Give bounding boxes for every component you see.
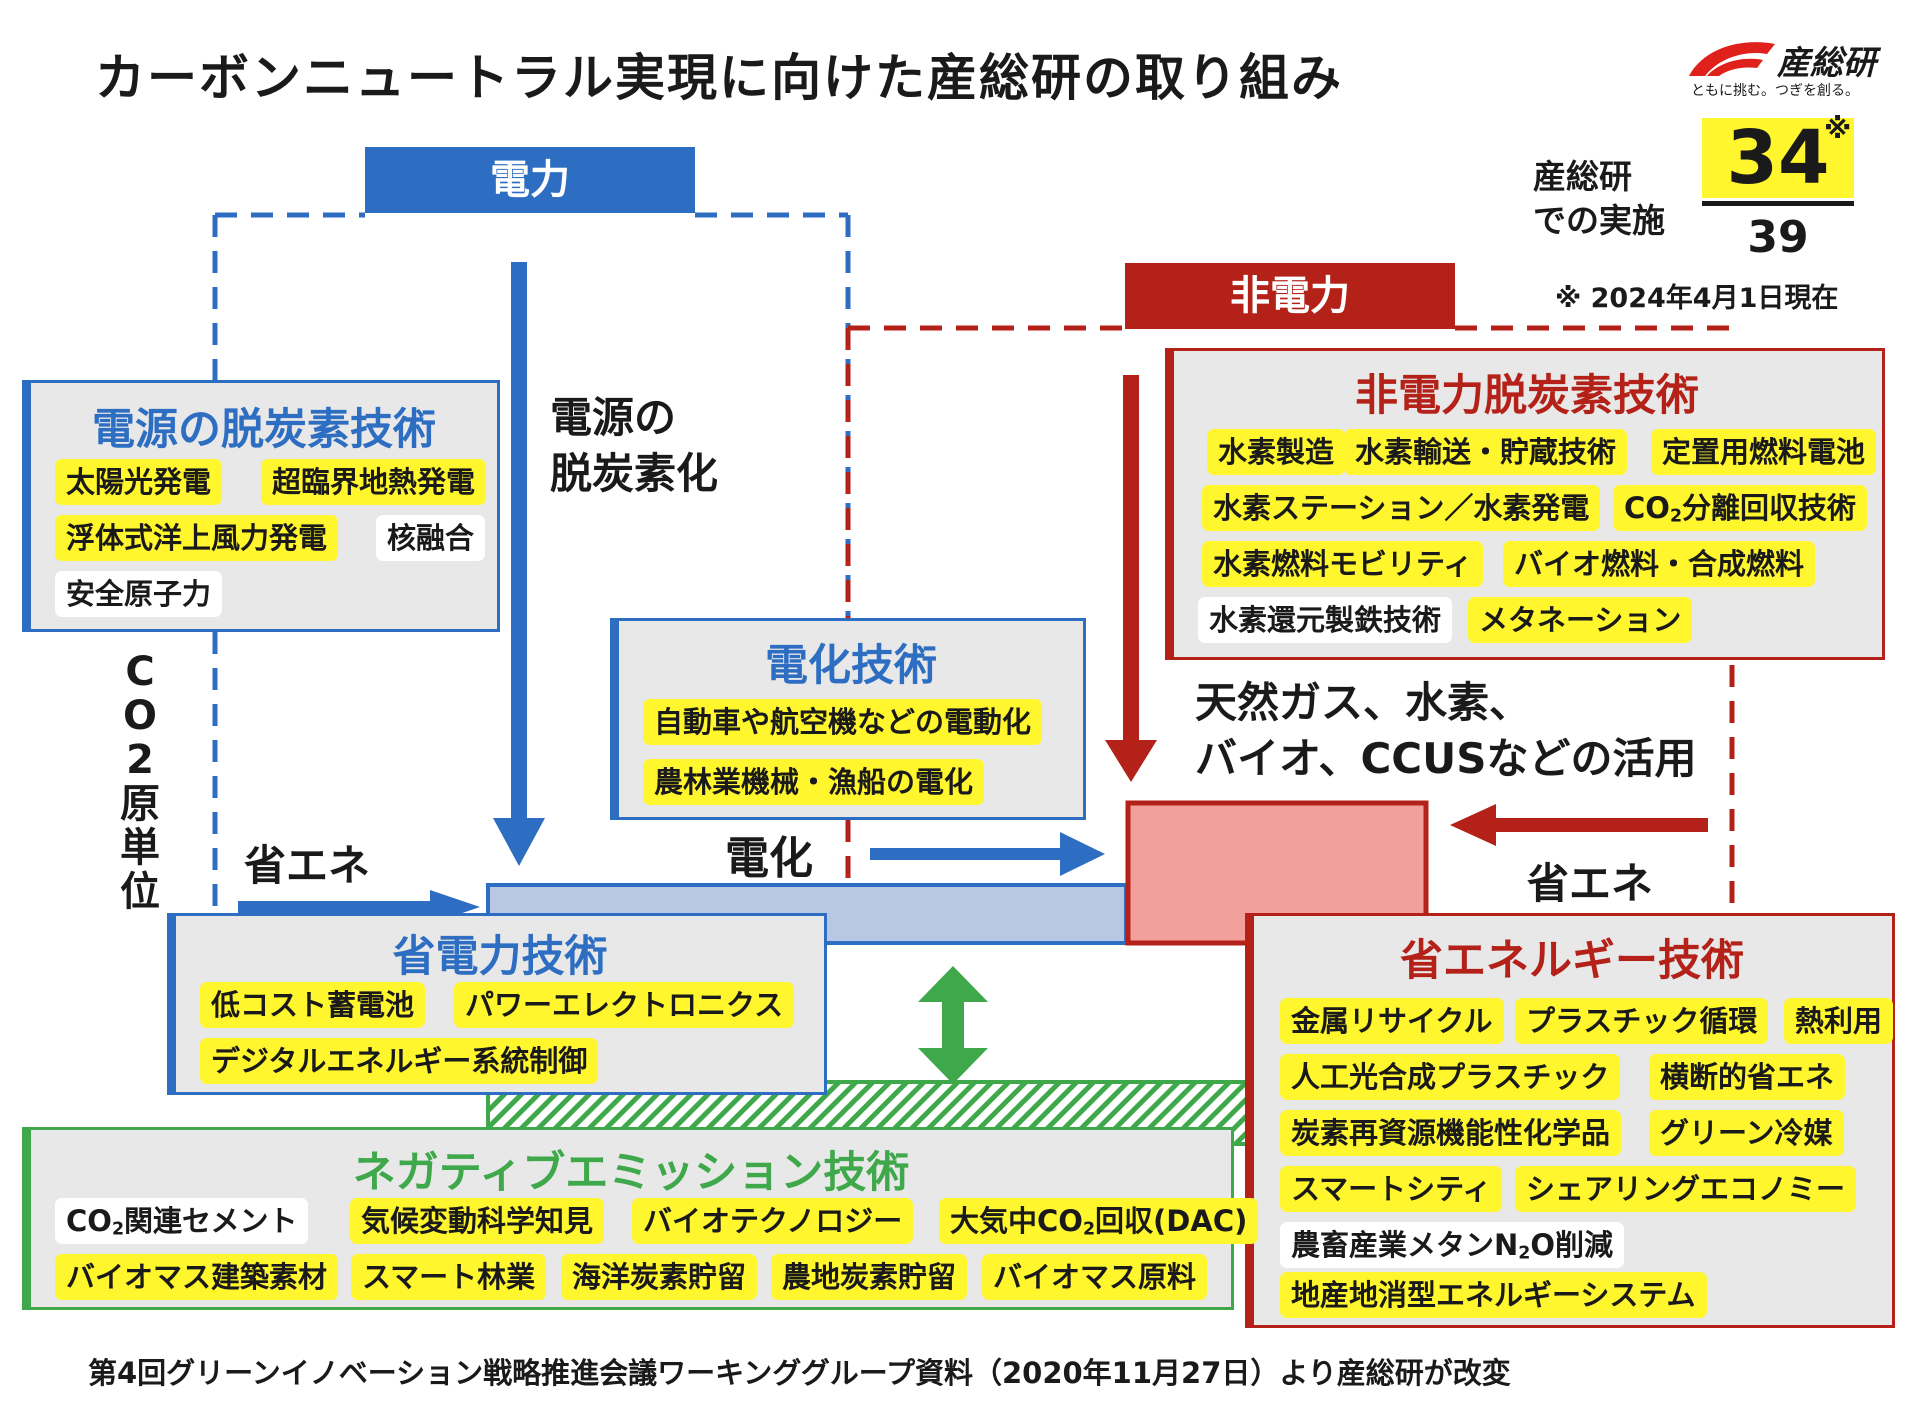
tech-chip: CO2関連セメント <box>55 1198 309 1244</box>
box-title: 省エネルギー技術 <box>1400 936 1744 986</box>
logo-mark-icon <box>1689 42 1775 76</box>
tech-chip: 太陽光発電 <box>55 459 223 505</box>
energy-saving-tech-box: 省エネルギー技術 金属リサイクル プラスチック循環 熱利用 人工光合成プラスチッ… <box>1245 913 1895 1328</box>
non-electric-decarbonization-box: 非電力脱炭素技術 水素製造 水素輸送・貯蔵技術 定置用燃料電池 水素ステーション… <box>1165 348 1885 660</box>
tech-chip: 農畜産業メタンN2O削減 <box>1280 1222 1625 1268</box>
co2-intensity-label: C O 2 原 単 位 <box>120 649 160 915</box>
tech-chip: 大気中CO2回収(DAC) <box>939 1198 1259 1244</box>
tech-chip: 核融合 <box>376 515 486 561</box>
logo-tagline: ともに挑む。つぎを創る。 <box>1691 83 1859 99</box>
box-title: 電化技術 <box>765 641 937 691</box>
tech-chip: バイオ燃料・合成燃料 <box>1503 541 1816 587</box>
tech-chip: バイオテクノロジー <box>632 1198 914 1244</box>
tech-chip: メタネーション <box>1468 597 1693 643</box>
tech-chip: 水素輸送・貯蔵技術 <box>1344 429 1628 475</box>
tech-chip: バイオマス原料 <box>982 1254 1208 1300</box>
tech-chip: 水素燃料モビリティ <box>1202 541 1484 587</box>
energy-saving-right-arrow <box>1450 804 1708 846</box>
electrification-label: 電化 <box>725 833 813 884</box>
tech-chip: グリーン冷媒 <box>1649 1110 1844 1156</box>
electrification-arrow <box>870 832 1105 876</box>
tech-chip: デジタルエネルギー系統制御 <box>200 1038 599 1084</box>
tech-chip: スマート林業 <box>351 1254 547 1300</box>
tech-chip: シェアリングエコノミー <box>1515 1166 1857 1212</box>
tech-chip: 安全原子力 <box>55 571 223 617</box>
power-saving-tech-box: 省電力技術 低コスト蓄電池 パワーエレクトロニクス デジタルエネルギー系統制御 <box>167 913 827 1095</box>
box-title: 電源の脱炭素技術 <box>92 405 436 455</box>
logo-name: 産総研 <box>1777 43 1876 82</box>
box-title: 非電力脱炭素技術 <box>1355 371 1699 421</box>
offset-double-arrow <box>918 966 988 1084</box>
stat-label: 産総研 での実施 <box>1533 157 1665 240</box>
tech-chip: 人工光合成プラスチック <box>1280 1054 1621 1100</box>
tech-chip: プラスチック循環 <box>1515 998 1769 1044</box>
tech-chip: 低コスト蓄電池 <box>200 982 426 1028</box>
tech-chip: 農林業機械・漁船の電化 <box>643 759 985 805</box>
aist-logo: 産総研 ともに挑む。つぎを創る。 <box>1685 34 1885 104</box>
tech-chip: 地産地消型エネルギーシステム <box>1280 1272 1707 1318</box>
stat-date-note: ※ 2024年4月1日現在 <box>1555 283 1839 314</box>
power-decarbonization-box: 電源の脱炭素技術 太陽光発電 超臨界地熱発電 浮体式洋上風力発電 核融合 安全原… <box>22 380 500 632</box>
energy-saving-left-label: 省エネ <box>244 841 371 890</box>
tech-chip: 熱利用 <box>1784 998 1894 1044</box>
stat-numerator: 34 <box>1702 118 1854 198</box>
tech-chip: 炭素再資源機能性化学品 <box>1280 1110 1622 1156</box>
electrification-tech-box: 電化技術 自動車や航空機などの電動化 農林業機械・漁船の電化 <box>610 618 1086 820</box>
tech-chip: 超臨界地熱発電 <box>261 459 487 505</box>
tech-chip: 金属リサイクル <box>1280 998 1504 1044</box>
tech-chip: 水素還元製鉄技術 <box>1198 597 1453 643</box>
electric-header: 電力 <box>365 147 695 213</box>
stat-denominator: 39 <box>1747 212 1809 263</box>
fuel-utilization-label: 天然ガス、水素、 バイオ、CCUSなどの活用 <box>1195 678 1697 783</box>
tech-chip: 気候変動科学知見 <box>350 1198 605 1244</box>
tech-chip: 定置用燃料電池 <box>1651 429 1877 475</box>
non-electric-dashed-frame <box>845 325 1735 910</box>
tech-chip: スマートシティ <box>1280 1166 1503 1212</box>
negative-emission-tech-box: ネガティブエミッション技術 CO2関連セメント 気候変動科学知見 バイオテクノロ… <box>22 1127 1259 1310</box>
tech-chip: 水素製造 <box>1207 429 1346 475</box>
tech-chip: 横断的省エネ <box>1649 1054 1846 1100</box>
fraction-line <box>1702 201 1854 206</box>
box-title: 省電力技術 <box>392 932 608 982</box>
tech-chip: 海洋炭素貯留 <box>561 1254 758 1300</box>
box-title: ネガティブエミッション技術 <box>352 1148 910 1198</box>
non-electric-decarbonization-arrow <box>1105 375 1157 782</box>
tech-chip: 浮体式洋上風力発電 <box>55 515 339 561</box>
non-electric-header: 非電力 <box>1125 263 1455 329</box>
source-footnote: 第4回グリーンイノベーション戦略推進会議ワーキンググループ資料（2020年11月… <box>88 1356 1511 1390</box>
power-decarbonization-label: 電源の 脱炭素化 <box>550 393 719 498</box>
tech-chip: 自動車や航空機などの電動化 <box>643 699 1043 745</box>
tech-chip: バイオマス建築素材 <box>55 1254 339 1300</box>
energy-saving-right-label: 省エネ <box>1527 859 1654 908</box>
tech-chip: 水素ステーション／水素発電 <box>1202 485 1601 531</box>
stat-note-mark: ※ <box>1824 112 1852 145</box>
tech-chip: CO2分離回収技術 <box>1613 485 1868 531</box>
tech-chip: パワーエレクトロニクス <box>454 982 795 1028</box>
tech-chip: 農地炭素貯留 <box>771 1254 968 1300</box>
page-title: カーボンニュートラル実現に向けた産総研の取り組み <box>95 49 1343 107</box>
power-decarbonization-arrow <box>493 262 545 866</box>
